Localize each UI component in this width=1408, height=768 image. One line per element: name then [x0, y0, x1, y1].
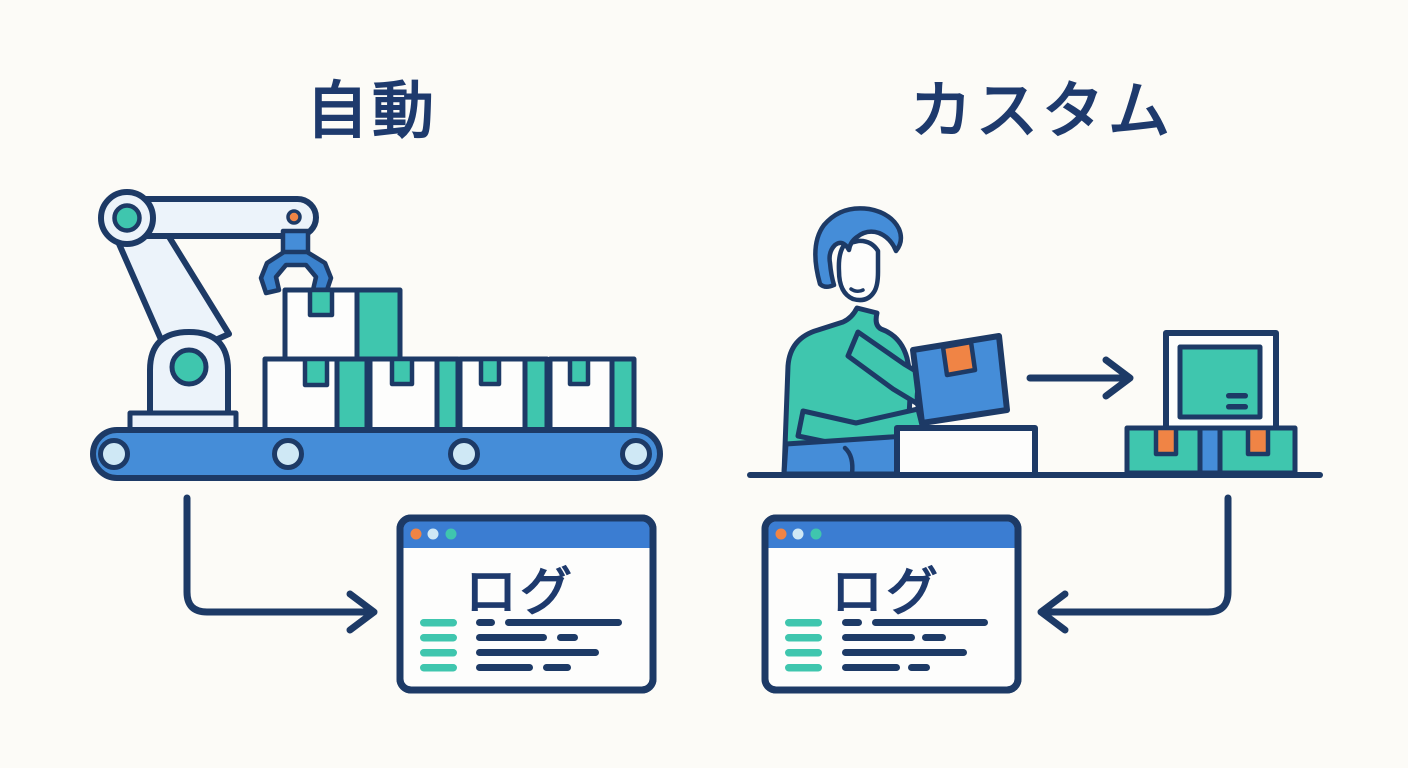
box-tape-tab — [1245, 425, 1271, 457]
log-lines — [420, 619, 622, 672]
screen-text-line — [1226, 404, 1248, 410]
conveyor-box — [547, 356, 637, 435]
worker-pants — [781, 433, 909, 477]
log-bullet — [785, 619, 822, 627]
custom-to-log-arrow — [1037, 494, 1232, 634]
worker-face — [836, 238, 881, 303]
window-dot-orange — [410, 528, 422, 540]
log-text-line — [922, 634, 946, 641]
log-bullet — [420, 664, 457, 672]
arrow-head — [1102, 356, 1134, 400]
held-package-box — [910, 333, 1010, 426]
box-tape-tab — [940, 339, 978, 378]
log-bullet — [420, 634, 457, 642]
box-tape-tab — [389, 356, 415, 387]
auto-title: 自動 — [306, 74, 438, 147]
station-box-right — [1217, 425, 1298, 476]
log-bullet — [785, 649, 822, 657]
log-text-line — [476, 664, 533, 671]
arrow-head — [1037, 590, 1069, 634]
robot-arm-icon — [98, 189, 334, 434]
log-text-line — [842, 634, 915, 641]
box-side-panel — [354, 287, 403, 362]
window-border — [396, 514, 657, 694]
log-text-line — [505, 619, 622, 626]
worker-hair — [813, 206, 904, 289]
auto-log-window: ログ — [396, 514, 657, 694]
belt-roller — [272, 438, 304, 470]
window-title-bar — [768, 521, 1015, 548]
conveyor-box — [262, 356, 370, 435]
arrow-line — [183, 494, 370, 616]
log-bullet — [785, 664, 822, 672]
belt-roller — [620, 438, 652, 470]
auto-to-log-arrow — [183, 494, 378, 634]
packing-table — [894, 425, 1038, 478]
gripper-claw — [258, 249, 334, 296]
conveyor-belt-icon — [90, 427, 663, 481]
box-tape-tab — [307, 287, 335, 318]
log-text-line — [842, 649, 967, 656]
box-tape-tab — [1153, 425, 1179, 457]
custom-log-window: ログ — [761, 514, 1022, 694]
arrow-head — [346, 590, 378, 634]
belt-roller — [98, 438, 130, 470]
box-tape-tab — [302, 356, 330, 388]
robot-base-joint — [169, 347, 209, 387]
station-box-left — [1124, 425, 1203, 476]
log-lines — [785, 619, 988, 672]
log-text-line — [476, 649, 599, 656]
terminal-station — [1124, 330, 1298, 476]
conveyor-box — [367, 356, 461, 435]
custom-scene: カスタム — [747, 74, 1323, 694]
window-title-bar — [403, 521, 650, 548]
log-text-line — [908, 664, 930, 671]
hand-to-station-arrow — [1026, 356, 1134, 400]
log-window-title: ログ — [465, 563, 575, 623]
log-bullet — [420, 649, 457, 657]
log-text-line — [872, 619, 988, 626]
package-box-top — [282, 287, 403, 362]
log-text-line — [476, 619, 495, 626]
log-text-line — [842, 619, 862, 626]
belt-body — [90, 427, 663, 481]
conveyor-box — [457, 356, 550, 435]
log-bullet — [420, 619, 457, 627]
robot-wrist-dot — [286, 209, 302, 225]
box-tape-tab — [478, 356, 502, 387]
window-dot-teal — [810, 528, 822, 540]
auto-scene: 自動 — [90, 74, 663, 694]
worker-leg-split — [842, 445, 855, 477]
log-window-title: ログ — [831, 563, 941, 623]
window-border — [761, 514, 1022, 694]
log-text-line — [557, 634, 578, 641]
log-bullet — [785, 634, 822, 642]
window-dot-orange — [775, 528, 787, 540]
box-side-panel — [522, 356, 550, 435]
log-text-line — [842, 664, 900, 671]
belt-roller — [448, 438, 480, 470]
arrow-line — [1045, 494, 1232, 616]
monitor-screen — [1177, 344, 1263, 420]
box-side-panel — [609, 356, 637, 435]
conveyor-box-row — [262, 356, 637, 435]
worker-chin-line — [849, 287, 865, 294]
station-divider — [1197, 425, 1223, 476]
window-dot-light — [427, 528, 439, 540]
box-side-panel — [434, 356, 461, 435]
log-text-line — [543, 664, 571, 671]
robot-joint-inner — [112, 203, 142, 233]
robot-gripper-icon — [258, 228, 334, 296]
log-text-line — [476, 634, 547, 641]
box-side-panel — [334, 356, 370, 435]
window-dot-teal — [445, 528, 457, 540]
screen-text-line — [1226, 393, 1248, 399]
custom-title: カスタム — [910, 74, 1174, 147]
box-tape-tab — [567, 356, 591, 387]
window-dot-light — [792, 528, 804, 540]
